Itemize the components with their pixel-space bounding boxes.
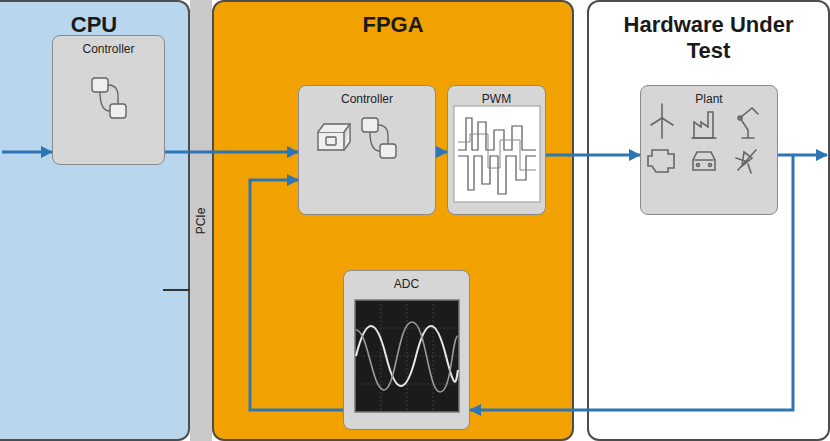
adc-box: ADC — [343, 270, 470, 430]
plant-box: Plant — [640, 85, 778, 215]
wind-turbine-icon — [651, 104, 673, 138]
box-label: Controller — [53, 36, 164, 56]
controller-box: Controller — [298, 85, 436, 215]
panel-title: FPGA — [214, 2, 572, 38]
panel-title: CPU — [0, 2, 188, 38]
cpu-panel: CPUController — [0, 0, 190, 441]
stray-line — [163, 289, 190, 291]
box-label: Plant — [641, 86, 777, 106]
flowchart-icon — [362, 118, 396, 158]
input-arrow — [2, 151, 52, 154]
box-label: Controller — [299, 86, 435, 106]
signal-arrow — [250, 180, 343, 410]
flowchart-icon — [92, 78, 126, 118]
output-arrow — [793, 154, 827, 157]
pwm-waveform — [454, 106, 540, 202]
signal-arrow — [165, 151, 298, 154]
signal-arrow — [436, 151, 447, 154]
airplane-icon — [736, 150, 756, 173]
controller-box: Controller — [52, 35, 165, 165]
robot-arm-icon — [738, 108, 758, 138]
plant-icons — [648, 104, 758, 173]
block-icon — [318, 124, 350, 150]
hardware-panel: Hardware Under TestPlant — [587, 0, 830, 441]
bus-label: PCIe — [194, 207, 208, 234]
engine-icon — [648, 150, 674, 172]
fpga-panel: FPGA Controller PWM ADC — [212, 0, 574, 441]
signal-arrow — [546, 154, 640, 157]
panel-title: Hardware Under Test — [604, 2, 814, 64]
factory-icon — [692, 112, 716, 138]
box-label: PWM — [448, 86, 545, 106]
signal-arrow — [470, 155, 793, 410]
oscilloscope-display — [355, 300, 459, 412]
box-label: ADC — [344, 271, 469, 291]
pwm-box: PWM — [447, 85, 546, 215]
car-icon — [693, 152, 715, 170]
pcie-band: PCIe — [190, 0, 212, 441]
